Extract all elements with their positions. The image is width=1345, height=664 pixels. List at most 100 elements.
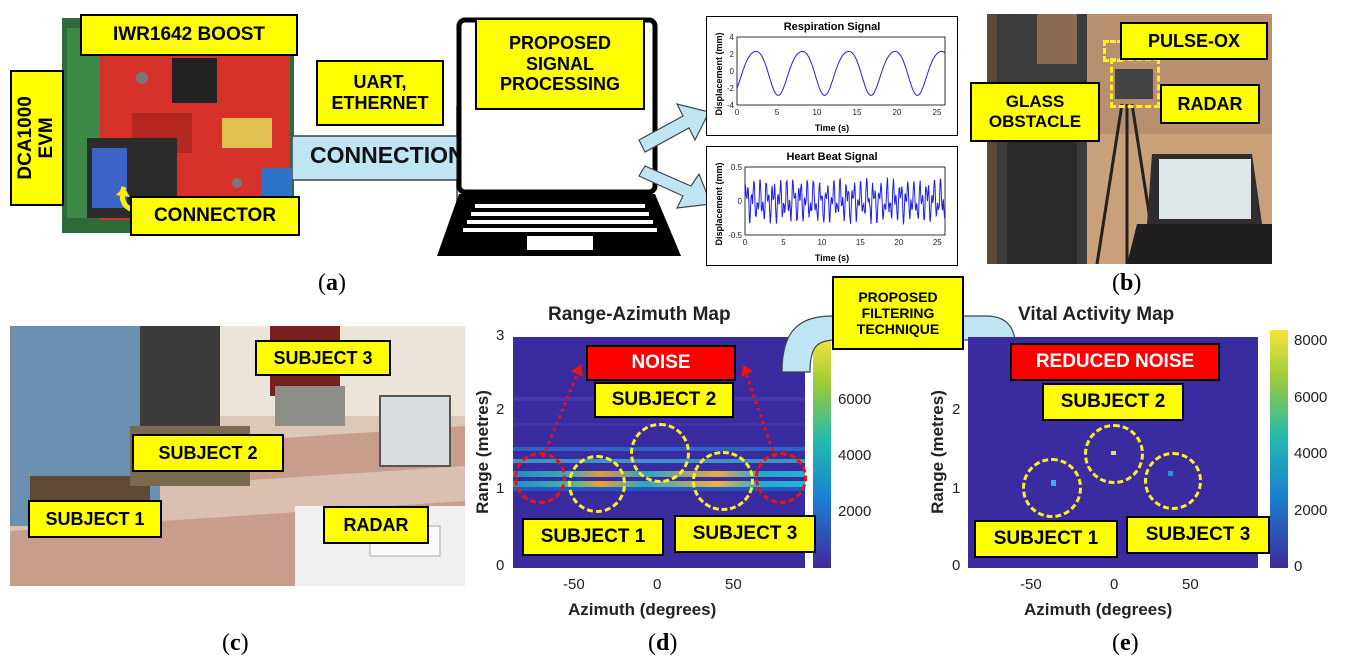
noise-circle-left xyxy=(514,452,566,504)
map-e-xtick-0: 0 xyxy=(1110,576,1119,593)
subject1-circle-d xyxy=(568,455,626,513)
map-d-ylabel: Range (metres) xyxy=(473,390,492,514)
caption-c: (c) xyxy=(222,630,249,656)
respiration-ytick: 0 xyxy=(730,67,735,76)
map-d-xticks: -50 0 50 xyxy=(513,576,805,596)
radar-label-b: RADAR xyxy=(1160,84,1260,124)
caption-e: (e) xyxy=(1112,630,1139,656)
processing-label-line1: PROPOSED xyxy=(508,32,612,53)
filter-label-line1: PROPOSED xyxy=(858,288,938,305)
filter-label-line2: FILTERING xyxy=(861,304,935,321)
heartbeat-title: Heart Beat Signal xyxy=(786,151,878,163)
map-d-xtick-50: 50 xyxy=(725,576,742,593)
subject2-label-e: SUBJECT 2 xyxy=(1042,383,1184,421)
evm-label: DCA1000 EVM xyxy=(10,70,64,206)
caption-e-letter: e xyxy=(1120,630,1131,656)
map-d-yticks: 3 2 1 0 xyxy=(496,327,510,577)
processing-label: PROPOSED SIGNAL PROCESSING xyxy=(475,18,645,110)
map-d-xlabel: Azimuth (degrees) xyxy=(568,600,717,619)
subject3-label-d: SUBJECT 3 xyxy=(674,515,816,553)
link-label-line2: ETHERNET xyxy=(331,93,429,113)
respiration-xlabel: Time (s) xyxy=(814,123,850,133)
respiration-xtick: 0 xyxy=(735,108,740,117)
map-d-ytick-2: 2 xyxy=(496,401,505,418)
heartbeat-ytick: 0 xyxy=(738,197,743,206)
colorbar-e-tick-8000: 8000 xyxy=(1294,332,1328,349)
colorbar-d-ticks: 6000 4000 2000 xyxy=(838,337,898,568)
filter-label-line3: TECHNIQUE xyxy=(856,321,940,338)
respiration-ytick: -2 xyxy=(727,84,735,93)
processing-label-line3: PROCESSING xyxy=(499,74,621,95)
caption-c-letter: c xyxy=(230,630,241,656)
vital-activity-title: Vital Activity Map xyxy=(1018,304,1175,325)
heartbeat-xtick: 25 xyxy=(933,238,942,247)
caption-d-letter: d xyxy=(656,630,670,656)
respiration-ytick: -4 xyxy=(727,101,735,110)
respiration-xtick: 10 xyxy=(813,108,822,117)
heartbeat-xtick: 0 xyxy=(743,238,748,247)
glass-label-line2: OBSTACLE xyxy=(988,112,1082,131)
noise-label: NOISE xyxy=(586,345,736,381)
caption-a-letter: a xyxy=(326,270,338,296)
radar-label-c: RADAR xyxy=(323,506,429,544)
subject1-label-e: SUBJECT 1 xyxy=(974,520,1118,558)
subject1-circle-e xyxy=(1022,458,1082,518)
range-azimuth-title: Range-Azimuth Map xyxy=(548,304,731,325)
map-d-ytick-0: 0 xyxy=(496,557,505,574)
link-label-line1: UART, xyxy=(353,72,407,93)
respiration-line xyxy=(736,50,946,96)
colorbar-e-tick-2000: 2000 xyxy=(1294,502,1328,519)
subject2-label-d: SUBJECT 2 xyxy=(594,382,734,418)
evm-label-line2: EVM xyxy=(36,117,57,159)
heartbeat-ylabel: Displacement (mm) xyxy=(714,162,724,246)
respiration-xtick: 15 xyxy=(853,108,862,117)
colorbar-d-tick-6000: 6000 xyxy=(838,391,872,408)
link-label: UART, ETHERNET xyxy=(316,60,444,126)
subject2-circle-e xyxy=(1084,424,1144,484)
heartbeat-ytick: 0.5 xyxy=(731,163,743,172)
colorbar-d-tick-4000: 4000 xyxy=(838,447,872,464)
glass-obstacle-label: GLASS OBSTACLE xyxy=(970,82,1100,142)
glass-label-line1: GLASS xyxy=(1005,92,1065,112)
board-label: IWR1642 BOOST xyxy=(80,14,298,56)
connection-label: CONNECTION xyxy=(310,142,465,168)
map-e-yticks: 2 1 0 xyxy=(952,327,966,577)
heartbeat-line xyxy=(744,177,946,225)
subject3-circle-e xyxy=(1144,452,1202,510)
colorbar-d-tick-2000: 2000 xyxy=(838,503,872,520)
colorbar-e-tick-0: 0 xyxy=(1294,558,1303,575)
respiration-xtick: 25 xyxy=(933,108,942,117)
respiration-xtick: 20 xyxy=(893,108,902,117)
colorbar-e-ticks: 8000 6000 4000 2000 0 xyxy=(1294,330,1344,580)
heartbeat-xtick: 5 xyxy=(781,238,786,247)
map-d-xtick-0: 0 xyxy=(653,576,662,593)
respiration-ylabel: Displacement (mm) xyxy=(714,32,724,116)
map-e-ytick-2: 2 xyxy=(952,401,961,418)
colorbar-e-tick-4000: 4000 xyxy=(1294,445,1328,462)
pulse-ox-label: PULSE-OX xyxy=(1120,22,1268,60)
noise-circle-right xyxy=(755,452,807,504)
output-arrows xyxy=(638,103,712,209)
evm-label-line1: DCA1000 xyxy=(15,96,37,180)
processing-label-line2: SIGNAL xyxy=(525,53,594,74)
respiration-ytick: 2 xyxy=(730,50,735,59)
map-e-xticks: -50 0 50 xyxy=(968,576,1258,596)
subject2-circle-d xyxy=(630,423,690,483)
reduced-noise-label: REDUCED NOISE xyxy=(1010,343,1220,381)
map-e-ytick-0: 0 xyxy=(952,557,961,574)
heartbeat-xlabel: Time (s) xyxy=(814,253,850,263)
map-e-xlabel: Azimuth (degrees) xyxy=(1024,600,1173,619)
caption-a: (a) xyxy=(318,270,346,296)
respiration-ytick: 4 xyxy=(730,33,735,42)
radar-marker xyxy=(1110,58,1160,108)
caption-d: (d) xyxy=(648,630,678,656)
map-d-ytick-1: 1 xyxy=(496,480,505,497)
connector-label: CONNECTOR xyxy=(130,196,300,236)
map-e-xtick-50: 50 xyxy=(1182,576,1199,593)
map-d-xtick-minus50: -50 xyxy=(563,576,585,593)
subject1-label-c: SUBJECT 1 xyxy=(28,500,162,538)
filter-technique-label: PROPOSED FILTERING TECHNIQUE xyxy=(832,276,964,350)
